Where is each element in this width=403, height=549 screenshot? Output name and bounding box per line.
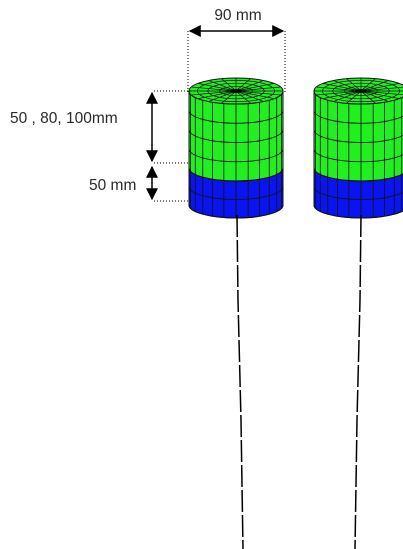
c2-top-mesh-ring	[313, 129, 403, 143]
top-height-label: 50 , 80, 100mm	[10, 110, 118, 127]
c1-top-mesh-ring	[188, 110, 284, 124]
c2-cap-spoke	[364, 91, 400, 99]
shaft-left	[236, 214, 244, 549]
c1-cap-center	[230, 89, 242, 93]
c2-top-mesh-ring	[313, 148, 403, 163]
c2-cap-ring	[332, 82, 390, 100]
c2-cap-spoke	[322, 91, 358, 99]
c1-cap-ring	[219, 86, 253, 96]
c1-cap-spoke	[237, 78, 251, 90]
cylinder-left-bottom-section	[188, 167, 284, 219]
cylinder-left	[188, 77, 284, 219]
c2-cap-spoke	[333, 91, 359, 102]
c1-cap-spoke	[240, 91, 281, 96]
c2-cap-center	[355, 89, 367, 93]
diameter-label: 90 mm	[214, 7, 261, 24]
cylinder-right	[313, 77, 403, 219]
c2-cap-spoke	[316, 86, 357, 91]
cylinder-right-top-cap	[313, 77, 403, 105]
bottom-height-dimension: 50 mm	[89, 165, 192, 202]
c1-cap-spoke	[238, 80, 264, 91]
c1-cap-spoke	[221, 78, 235, 90]
bottom-height-label: 50 mm	[89, 177, 136, 194]
cylinder-right-top-section	[313, 90, 403, 182]
c2-cap-spoke	[362, 92, 376, 104]
c2-cap-spoke	[322, 83, 358, 91]
c1-top-mesh-ring	[188, 148, 284, 163]
c1-cap-spoke	[197, 91, 233, 99]
c1-bottom-edge	[188, 204, 284, 219]
c1-cap-spoke	[197, 83, 233, 91]
c1-cap-spoke	[208, 80, 234, 91]
c1-cap-ring	[197, 79, 275, 103]
c1-cap-spoke	[237, 92, 251, 104]
c1-cap-spoke	[221, 92, 235, 104]
c1-cap-spoke	[191, 91, 232, 96]
c2-cap-ring	[322, 79, 400, 103]
c2-cap-spoke	[364, 83, 400, 91]
cylinder-left-top-cap	[188, 77, 284, 105]
c2-cap-spoke	[316, 91, 357, 96]
shaft-right	[354, 214, 362, 549]
c2-cap-spoke	[363, 80, 389, 91]
c1-cap-spoke	[239, 83, 275, 91]
c2-cap-ring	[344, 86, 378, 96]
c2-cap-spoke	[365, 91, 403, 96]
c2-top-mesh-ring	[313, 110, 403, 124]
c1-cap-spoke	[240, 86, 281, 91]
c2-cap-spoke	[362, 78, 376, 90]
c1-bottom-mesh-ring	[188, 186, 284, 200]
c2-top-surface	[313, 90, 403, 182]
c2-top-edge	[313, 167, 403, 182]
c1-cap-ring	[207, 82, 265, 100]
c1-top-edge	[188, 167, 284, 182]
diameter-dimension: 90 mm	[187, 7, 286, 92]
c1-cap-spoke	[238, 91, 264, 102]
c2-cap-spoke	[365, 86, 403, 91]
top-height-dimension: 50 , 80, 100mm	[10, 90, 192, 164]
c2-cap-spoke	[363, 91, 389, 102]
c2-cap-spoke	[346, 92, 360, 104]
c1-cap-spoke	[191, 86, 232, 91]
c2-cap-spoke	[333, 80, 359, 91]
c1-cap-spoke	[239, 91, 275, 99]
cylinder-left-top-section	[188, 90, 284, 182]
c1-top-mesh-ring	[188, 129, 284, 143]
c2-bottom-mesh-ring	[313, 186, 403, 200]
c1-cap-spoke	[208, 91, 234, 102]
c2-cap-spoke	[346, 78, 360, 90]
